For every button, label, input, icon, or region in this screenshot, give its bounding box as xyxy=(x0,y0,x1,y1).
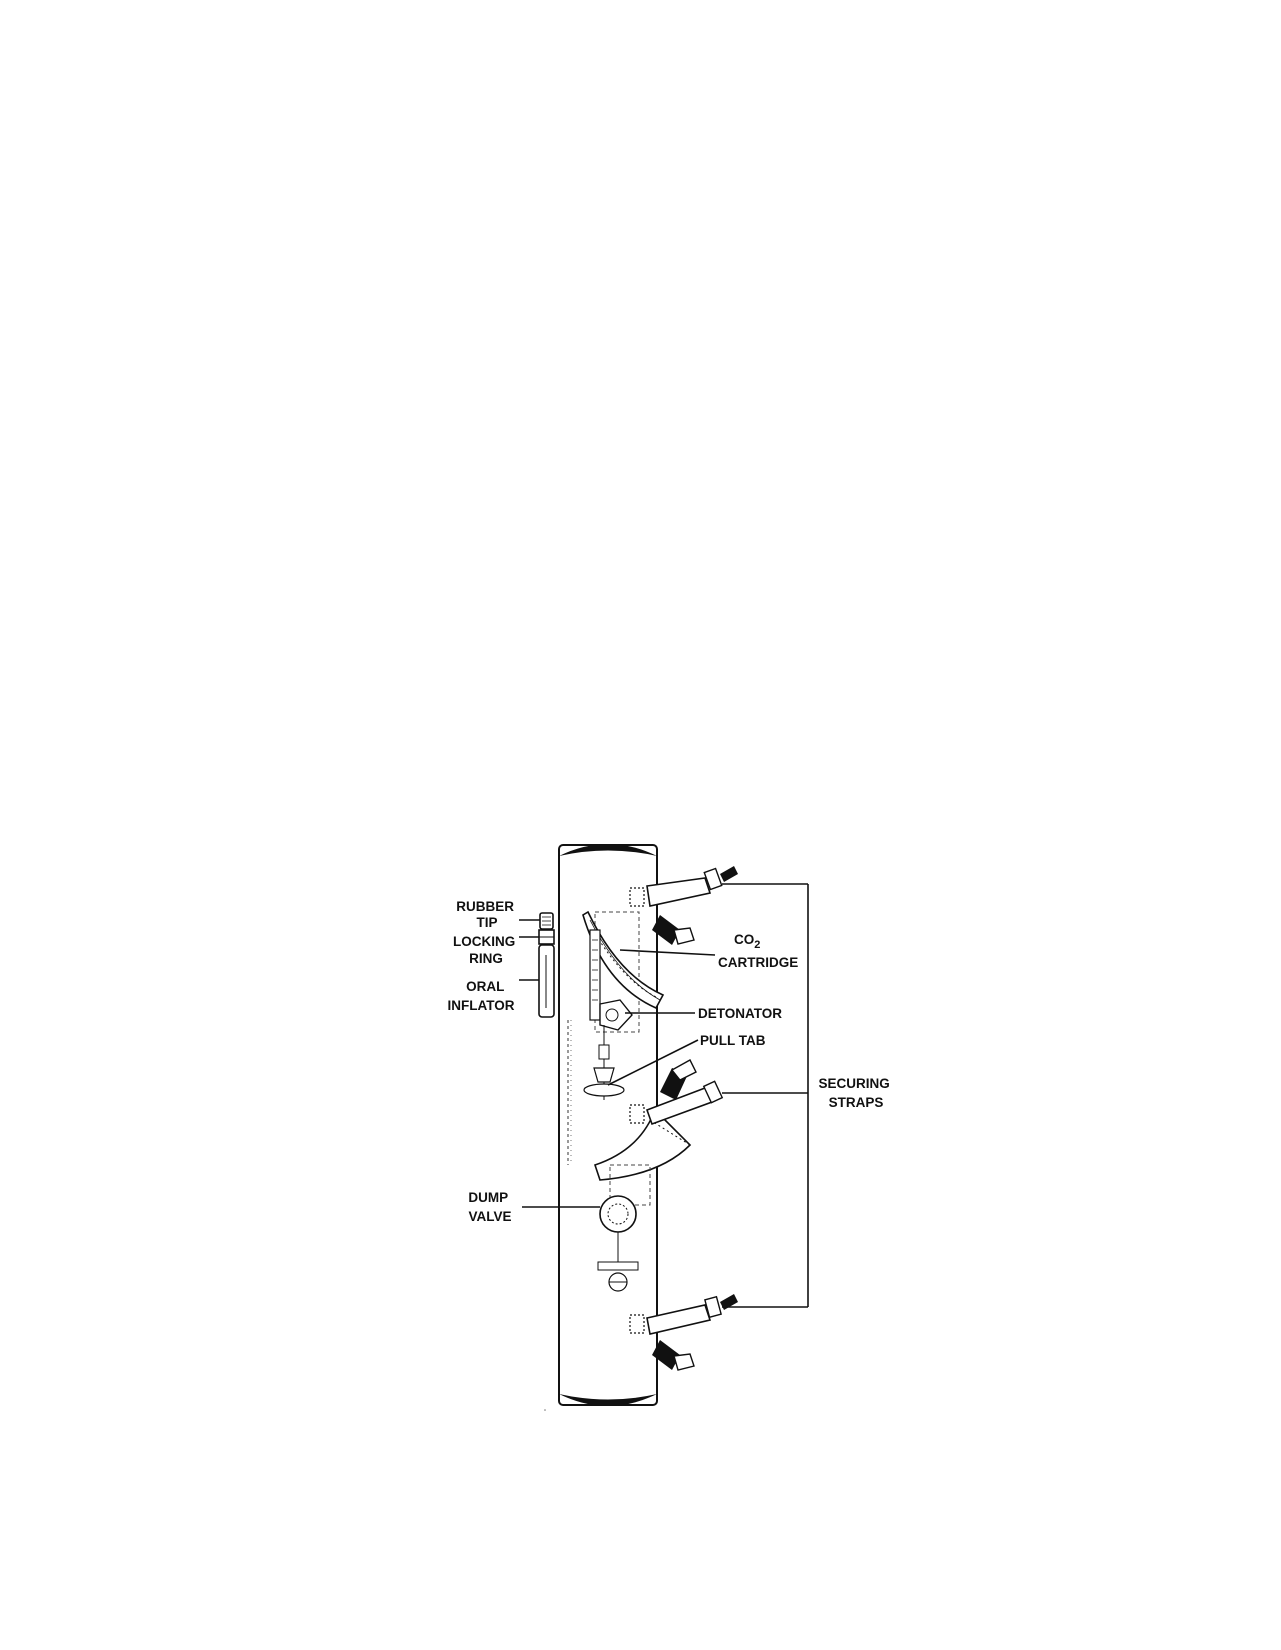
securing-strap-top xyxy=(629,866,738,945)
locking-ring xyxy=(538,929,555,945)
oral-inflator xyxy=(538,944,555,1018)
co2-cartridge xyxy=(582,910,665,1033)
label-rubber-tip: RUBBER TIP xyxy=(456,899,518,930)
detonator xyxy=(599,999,633,1031)
pull-tab xyxy=(583,1025,625,1100)
securing-strap-bottom xyxy=(629,1294,738,1371)
label-cartridge: CARTRIDGE xyxy=(718,955,798,970)
label-locking-ring: LOCKING RING xyxy=(453,934,519,966)
rubber-tip xyxy=(539,912,554,930)
label-detonator: DETONATOR xyxy=(698,1006,782,1021)
label-co2: CO2 xyxy=(734,932,760,951)
leader-lines xyxy=(519,883,809,1308)
label-oral-inflator: ORAL INFLATOR xyxy=(448,979,515,1013)
securing-strap-middle xyxy=(629,1059,724,1126)
label-pull-tab: PULL TAB xyxy=(700,1033,766,1048)
label-dump-valve: DUMP VALVE xyxy=(468,1190,511,1224)
dump-valve xyxy=(597,1195,639,1292)
label-securing-straps: SECURING STRAPS xyxy=(818,1076,893,1110)
